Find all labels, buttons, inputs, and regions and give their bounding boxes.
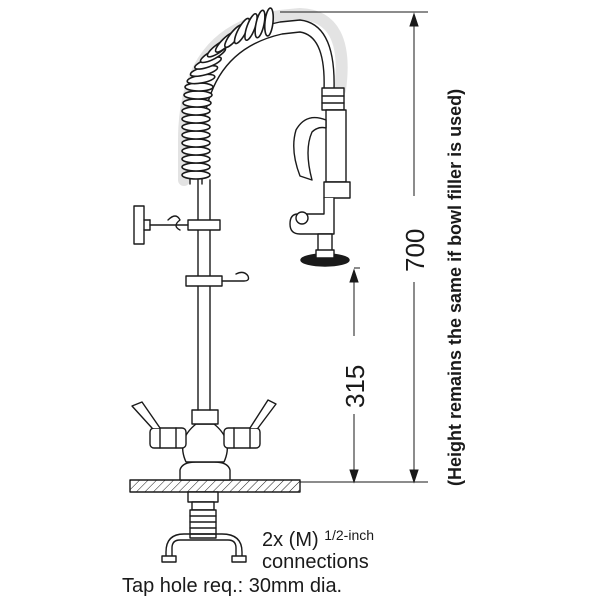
underside-fittings [161,491,247,563]
height-spout-label: 315 [340,364,370,408]
riser-column [133,179,250,411]
height-overall-label: 700 [400,228,430,272]
connections-line-2: connections [262,551,369,573]
faucet-body [131,399,277,481]
connections-line-1: 2x (M) 1/2-inch [262,528,374,550]
dim-700-arrow-bottom [409,469,419,484]
height-note-label: (Height remains the same if bowl filler … [445,88,465,486]
dim-700-arrow-top [409,12,419,27]
countertop [129,479,301,493]
spring-turns [181,7,275,180]
dim-315-arrow-top [349,268,359,283]
connections-fraction: 1/2-inch [324,527,375,543]
tap-hole-label: Tap hole req.: 30mm dia. [122,575,343,597]
dim-315-arrow-bottom [349,469,359,484]
connections-prefix: 2x (M) [262,529,325,551]
spray-head [289,87,351,267]
